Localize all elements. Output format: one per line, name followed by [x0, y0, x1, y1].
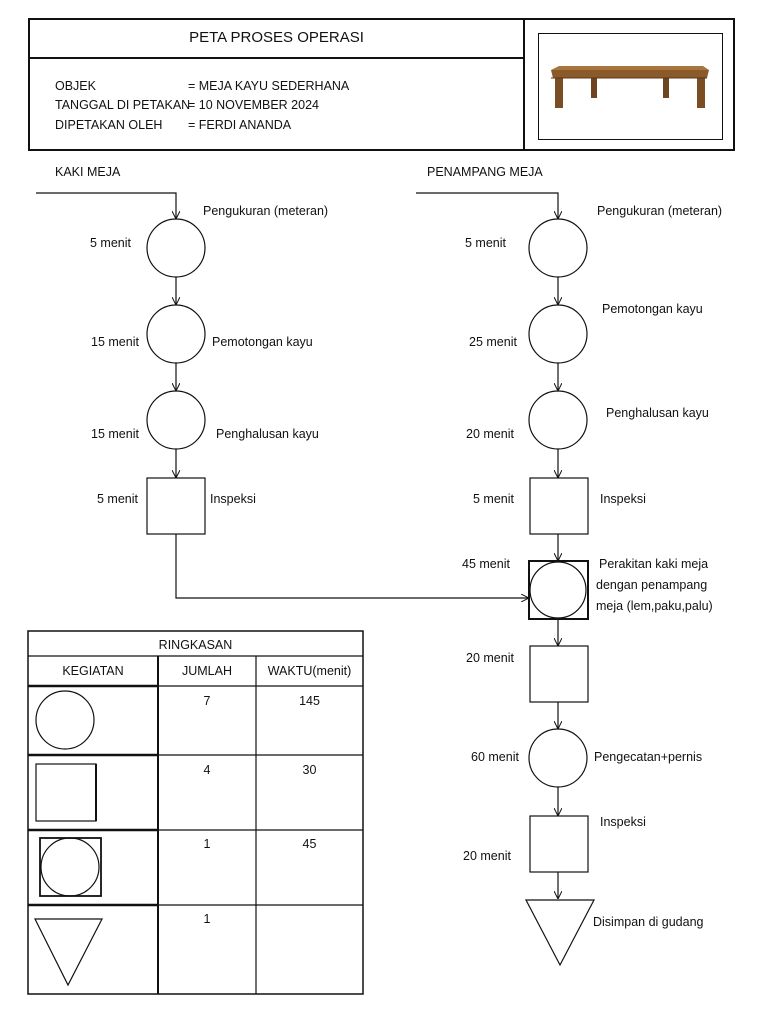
- table-photo: [538, 33, 723, 140]
- header-divider: [28, 57, 525, 59]
- right-flow: [416, 192, 595, 967]
- right-step-2-time: 25 menit: [469, 335, 517, 349]
- summary-title: RINGKASAN: [158, 638, 233, 652]
- operation-symbol: [146, 304, 206, 364]
- operation-symbol: [528, 390, 588, 450]
- field-label-objek: OBJEK: [55, 79, 96, 93]
- wooden-table-image: [551, 66, 709, 108]
- summary-jumlah-square: 4: [203, 763, 211, 777]
- summary-table: [27, 630, 364, 995]
- left-step-4-label: Inspeksi: [210, 492, 256, 506]
- operation-symbol: [528, 728, 588, 788]
- combined-symbol-circle: [529, 561, 587, 619]
- summary-waktu-square: 30: [302, 763, 317, 777]
- right-step-5-label-line-2: dengan penampang: [596, 578, 708, 592]
- summary-waktu-combined: 45: [302, 837, 317, 851]
- left-flow: [36, 192, 528, 598]
- left-column-title: KAKI MEJA: [55, 165, 121, 179]
- inspection-symbol: [529, 477, 589, 535]
- summary-square-symbol: [35, 763, 97, 822]
- storage-symbol: [525, 899, 595, 967]
- right-step-7-label: Pengecatan+pernis: [594, 750, 703, 764]
- inspection-symbol: [146, 477, 206, 535]
- summary-jumlah-triangle: 1: [203, 912, 211, 926]
- page-title: PETA PROSES OPERASI: [189, 29, 364, 46]
- field-value-dipetakan: = FERDI ANANDA: [188, 118, 292, 132]
- summary-header-waktu: WAKTU(menit): [267, 664, 352, 678]
- field-value-tanggal: = 10 NOVEMBER 2024: [188, 98, 319, 112]
- right-step-5-time: 45 menit: [462, 557, 510, 571]
- summary-circle-symbol: [35, 690, 95, 750]
- operation-symbol: [146, 390, 206, 450]
- summary-waktu-circle: 145: [299, 694, 320, 708]
- field-label-dipetakan: DIPETAKAN OLEH: [55, 118, 163, 132]
- right-step-4-time: 5 menit: [473, 492, 514, 506]
- summary-triangle-symbol: [34, 918, 103, 987]
- header-divider: [523, 18, 525, 151]
- right-step-8-label: Inspeksi: [600, 815, 646, 829]
- right-step-5-label-line-1: Perakitan kaki meja: [599, 557, 709, 571]
- operation-symbol: [146, 218, 206, 278]
- right-step-6-time: 20 menit: [466, 651, 514, 665]
- right-step-8-time: 20 menit: [463, 849, 511, 863]
- right-step-9-label: Disimpan di gudang: [593, 915, 704, 929]
- inspection-symbol: [529, 645, 589, 703]
- header-box: [28, 18, 735, 151]
- left-step-2-label: Pemotongan kayu: [212, 335, 313, 349]
- right-step-5-label-line-3: meja (lem,paku,palu): [596, 599, 713, 613]
- left-step-3-time: 15 menit: [91, 427, 139, 441]
- flow-arrow: [416, 192, 558, 218]
- right-column-title: PENAMPANG MEJA: [427, 165, 543, 179]
- left-step-1-label: Pengukuran (meteran): [203, 204, 329, 218]
- right-step-1-time: 5 menit: [465, 236, 506, 250]
- field-value-objek: = MEJA KAYU SEDERHANA: [188, 79, 350, 93]
- right-step-3-time: 20 menit: [466, 427, 514, 441]
- right-step-7-time: 60 menit: [471, 750, 519, 764]
- operation-symbol: [528, 304, 588, 364]
- right-step-4-label: Inspeksi: [600, 492, 646, 506]
- right-step-2-label: Pemotongan kayu: [602, 302, 703, 316]
- left-step-1-time: 5 menit: [90, 236, 131, 250]
- right-step-3-label: Penghalusan kayu: [606, 406, 709, 420]
- summary-combined-circle: [40, 837, 100, 897]
- right-step-1-label: Pengukuran (meteran): [597, 204, 723, 218]
- summary-header-jumlah: JUMLAH: [181, 664, 232, 678]
- operation-symbol: [528, 218, 588, 278]
- left-step-3-label: Penghalusan kayu: [216, 427, 319, 441]
- left-step-4-time: 5 menit: [97, 492, 138, 506]
- summary-jumlah-circle: 7: [203, 694, 211, 708]
- summary-jumlah-combined: 1: [203, 837, 211, 851]
- flow-arrow: [36, 192, 176, 218]
- left-step-2-time: 15 menit: [91, 335, 139, 349]
- summary-header-kegiatan: KEGIATAN: [62, 664, 124, 678]
- flow-arrow: [175, 534, 528, 598]
- inspection-symbol: [529, 815, 589, 873]
- combined-symbol: [528, 560, 589, 620]
- field-label-tanggal: TANGGAL DI PETAKAN: [55, 98, 191, 112]
